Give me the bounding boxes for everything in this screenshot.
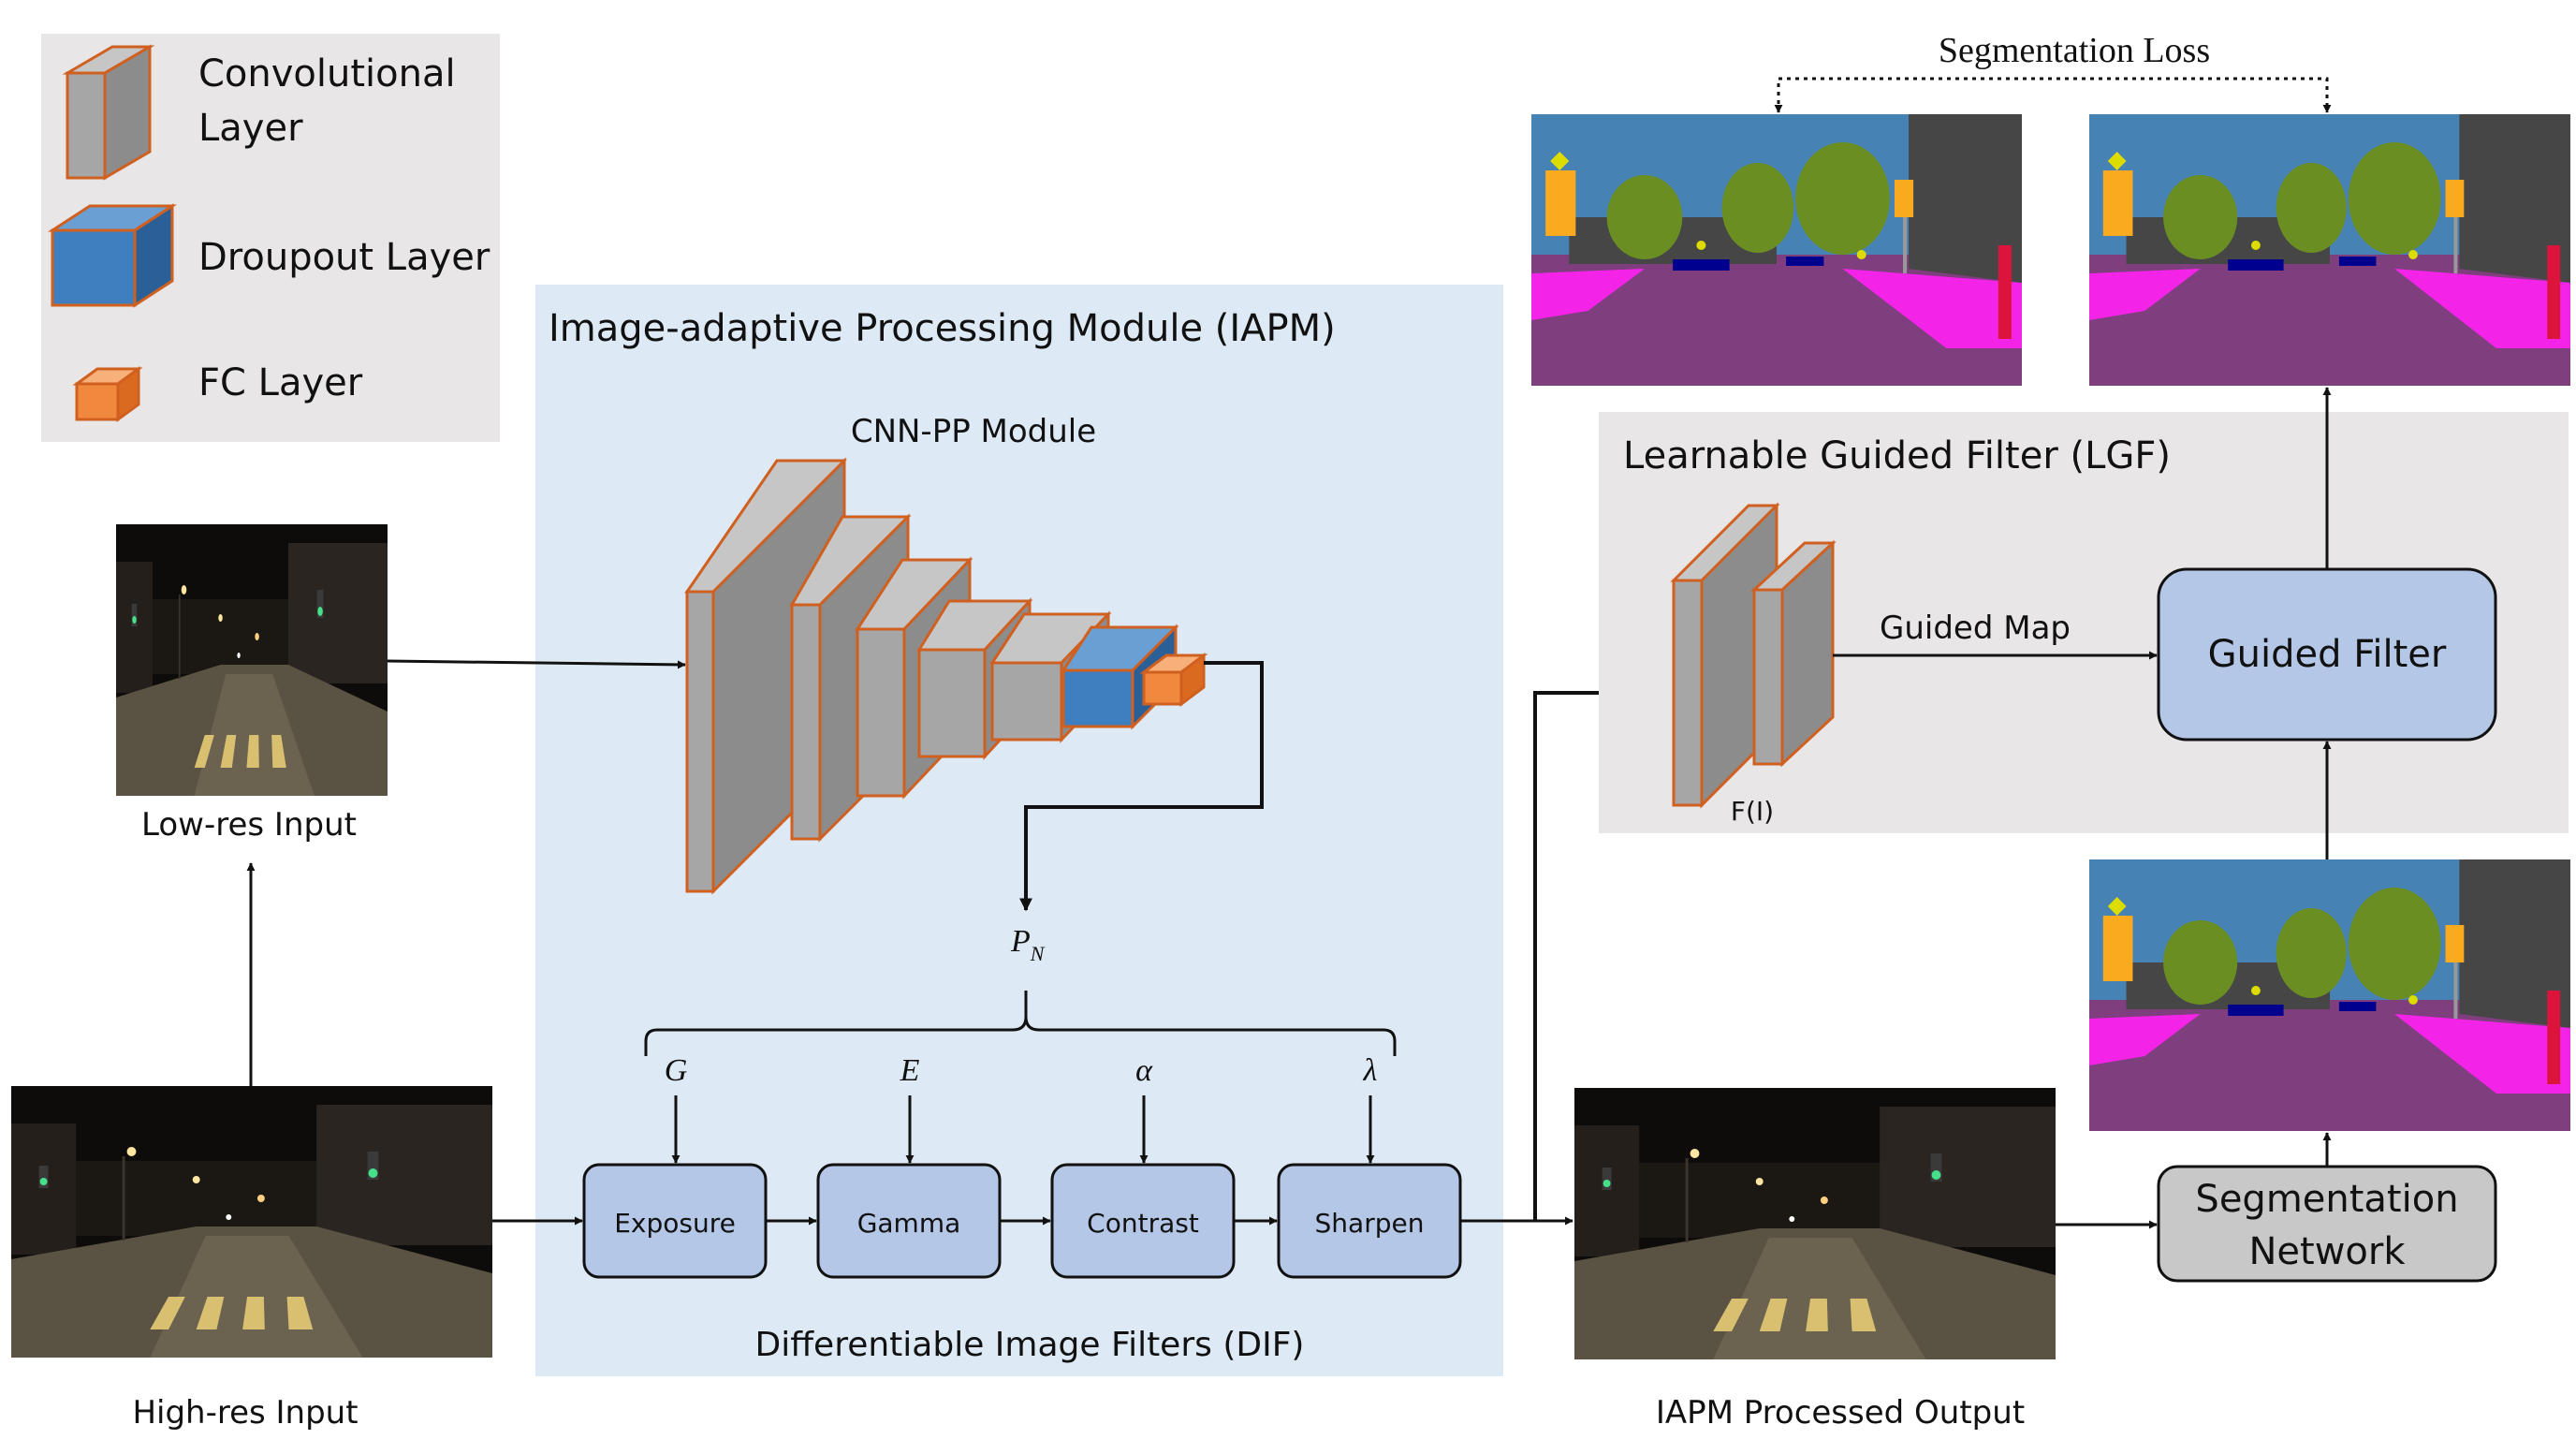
high-res-input-image [11,1086,492,1358]
filter-exposure-label: Exposure [614,1208,736,1239]
filter-gamma-label: Gamma [857,1208,961,1239]
segmentation-network-box: Segmentation Network [2157,1165,2497,1283]
low-res-input-label: Low-res Input [141,806,357,844]
iapm-title: Image-adaptive Processing Module (IAPM) [549,307,1336,350]
segmentation-network-label-2: Network [2248,1230,2406,1273]
iapm-processed-output-image [1574,1088,2056,1359]
segmentation-loss-connector [1774,77,2332,113]
guided-filter-label: Guided Filter [2208,633,2447,676]
legend-fc-label: FC Layer [198,361,363,404]
pn-symbol: PN [1010,924,1046,965]
pn-base: P [1010,924,1031,959]
fc-legend-icon [72,366,143,422]
conv-legend-icon [62,44,155,181]
filter-gamma: Gamma [816,1163,1002,1279]
filter-sharpen: Sharpen [1277,1163,1462,1279]
filter-contrast-label: Contrast [1087,1208,1199,1239]
filter-contrast: Contrast [1050,1163,1236,1279]
guided-map-label: Guided Map [1880,610,2071,647]
cnn-pp-module [684,457,1208,895]
fc-layer [1139,653,1208,707]
coarse-segmentation-image [2089,859,2570,1131]
low-res-to-cnn-arrow [387,659,686,669]
segmentation-loss-label: Segmentation Loss [1939,31,2210,70]
dropout-legend-icon [47,203,178,308]
fi-label: F(I) [1731,796,1774,827]
param-g: G [665,1053,688,1088]
legend-conv-label-2: Layer [198,107,303,150]
dif-title: Differentiable Image Filters (DIF) [755,1326,1305,1364]
lgf-title: Learnable Guided Filter (LGF) [1623,434,2171,477]
legend-dropout-label: Droupout Layer [198,236,490,279]
iapm-processed-output-label: IAPM Processed Output [1656,1394,2025,1432]
low-res-input-image [116,524,388,796]
guided-filter-box: Guided Filter [2157,567,2497,742]
filter-sharpen-label: Sharpen [1315,1208,1425,1239]
ground-truth-segmentation-image [1531,114,2022,386]
segmentation-network-label-1: Segmentation [2195,1178,2458,1221]
fc-to-pn-arrow [1019,661,1264,912]
legend: Convolutional Layer Droupout Layer FC La… [41,34,500,442]
param-alpha: α [1135,1053,1153,1088]
param-lambda: λ [1363,1053,1378,1088]
pn-subscript: N [1030,942,1046,965]
filter-exposure: Exposure [582,1163,768,1279]
param-e: E [900,1053,920,1088]
cnn-pp-title: CNN-PP Module [851,413,1096,450]
fi-layer-2 [1750,539,1837,768]
legend-conv-label-1: Convolutional [198,52,456,95]
high-res-input-label: High-res Input [132,1394,358,1432]
refined-segmentation-image [2089,114,2570,386]
